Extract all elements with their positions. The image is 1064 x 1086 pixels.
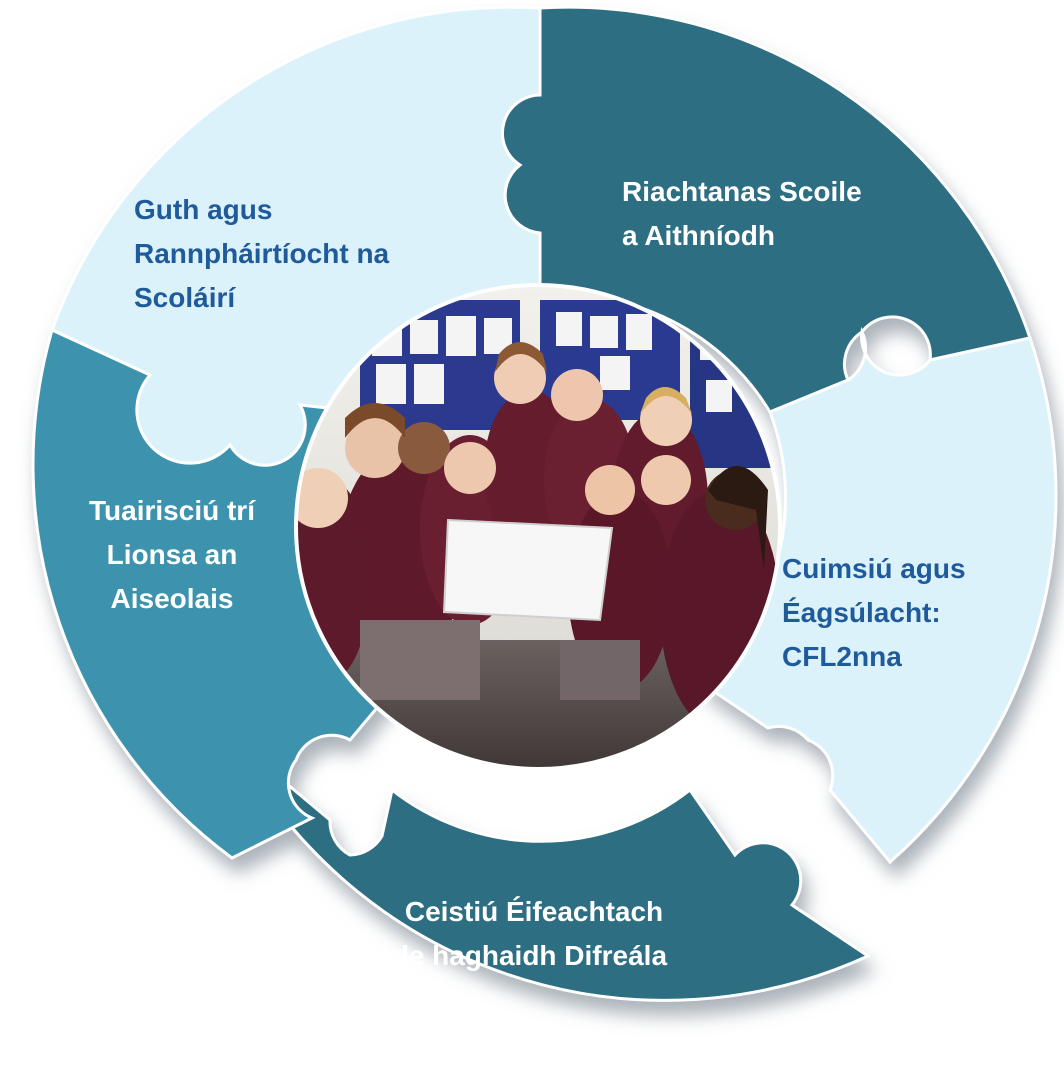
label-effective-questioning: Ceistiú Éifeachtach le haghaidh Difreála [401, 896, 667, 971]
segment-effective-questioning [230, 736, 872, 1002]
feedback-lens-label-line: Aiseolais [111, 583, 234, 614]
feedback-lens-label-line: Tuairisciú trí [89, 495, 256, 526]
inclusion-diversity-label-line: Éagsúlacht: [782, 597, 941, 628]
student-voice-label-line: Rannpháirtíocht na [134, 238, 390, 269]
inclusion-diversity-label-line: Cuimsiú agus [782, 553, 966, 584]
school-need-label-line: a Aithníodh [622, 220, 775, 251]
photo-students [296, 342, 780, 730]
effective-questioning-label-line: le haghaidh Difreála [401, 940, 667, 971]
segment-effective-questioning-piece [230, 736, 872, 1002]
segment-school-need-piece [501, 5, 1032, 414]
label-school-need: Riachtanas Scoile a Aithníodh [622, 176, 862, 251]
effective-questioning-label-line: Ceistiú Éifeachtach [405, 896, 663, 927]
student-voice-label-line: Guth agus [134, 194, 272, 225]
feedback-lens-label-line: Lionsa an [107, 539, 238, 570]
center-photo-frame [294, 283, 782, 771]
puzzle-ring [31, 5, 1058, 1002]
school-need-label-line: Riachtanas Scoile [622, 176, 862, 207]
student-voice-label-line: Scoláirí [134, 282, 236, 313]
segment-school-need [501, 5, 1032, 414]
inclusion-diversity-label-line: CFL2nna [782, 641, 902, 672]
